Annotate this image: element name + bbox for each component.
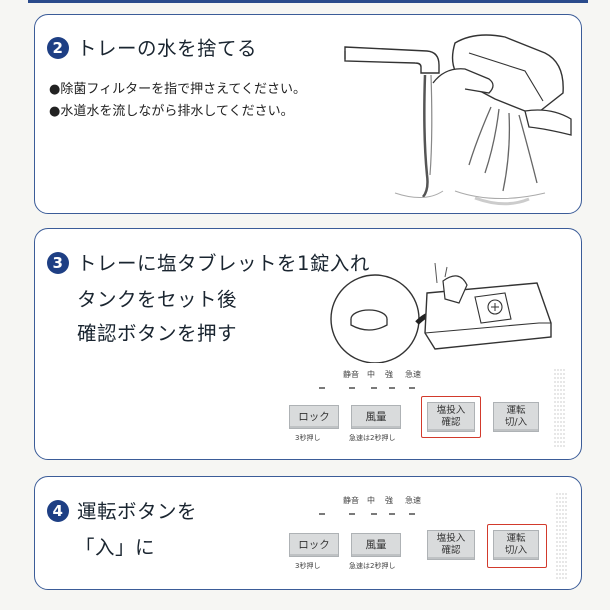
lock-button[interactable]: ロック — [289, 533, 339, 557]
indicator-lamp — [409, 387, 415, 389]
mode-label-rapid: 急速 — [405, 370, 421, 379]
step-3-title-line-1: トレーに塩タブレットを1錠入れ — [77, 252, 370, 275]
fan-speed-hint: 急速は2秒押し — [349, 434, 396, 442]
faucet-illustration — [344, 46, 444, 198]
step-number-badge: 3 — [47, 252, 69, 274]
step-4-title-line-2: 「入」に — [75, 536, 156, 559]
fan-speed-hint: 急速は2秒押し — [349, 562, 396, 570]
step-4-card: 4 運転ボタンを 「入」に 静音 中 強 急速 ロック 3秒押し 風量 急速は2秒… — [34, 476, 582, 590]
mode-label-strong: 強 — [385, 370, 393, 379]
indicator-lamp — [389, 513, 395, 515]
indicator-lamp — [319, 387, 325, 389]
step-2-bullet-2: ●水道水を流しながら排水してください。 — [49, 104, 294, 119]
mode-label-quiet: 静音 — [343, 496, 359, 505]
top-border — [28, 0, 588, 3]
mode-label-medium: 中 — [367, 496, 375, 505]
panel-edge-texture — [554, 369, 565, 449]
mode-label-rapid: 急速 — [405, 496, 421, 505]
panel-edge-texture — [556, 493, 567, 579]
control-panel-step-4: 静音 中 強 急速 ロック 3秒押し 風量 急速は2秒押し 塩投入 確認 運転 … — [245, 493, 547, 583]
salt-confirm-label-2: 確認 — [441, 545, 461, 556]
step-4-title-line-1: 運転ボタンを — [77, 500, 198, 523]
salt-confirm-label-2: 確認 — [441, 417, 461, 428]
step-3-title-line-2: タンクをセット後 — [77, 288, 238, 311]
run-button-label-1: 運転 — [506, 533, 526, 544]
indicator-lamp — [371, 513, 377, 515]
salt-confirm-label-1: 塩投入 — [436, 533, 466, 544]
lock-hint: 3秒押し — [295, 434, 321, 442]
step-2-title: 2 トレーの水を捨てる — [47, 32, 257, 61]
mode-label-medium: 中 — [367, 370, 375, 379]
step-2-title-text: トレーの水を捨てる — [77, 37, 258, 60]
indicator-lamp — [409, 513, 415, 515]
hands-tray-illustration — [432, 34, 572, 206]
run-button-label-2: 切/入 — [504, 545, 528, 556]
indicator-lamp — [389, 387, 395, 389]
indicator-lamp — [349, 387, 355, 389]
lock-button[interactable]: ロック — [289, 405, 339, 429]
run-button-highlight — [487, 524, 547, 568]
run-button-label-2: 切/入 — [504, 417, 528, 428]
salt-tablet-tank-illustration — [330, 263, 552, 363]
step-3-card: 3 トレーに塩タブレットを1錠入れ タンクをセット後 確認ボタンを押す 静音 中 … — [34, 228, 582, 460]
step-4-title: 4 運転ボタンを — [47, 495, 197, 524]
salt-confirm-button[interactable]: 塩投入 確認 — [427, 402, 475, 432]
step-2-card: 2 トレーの水を捨てる ●除菌フィルターを指で押さえてください。 ●水道水を流しな… — [34, 14, 582, 214]
step-3-title-line-3: 確認ボタンを押す — [77, 322, 238, 345]
salt-confirm-highlight — [421, 396, 481, 438]
indicator-lamp — [319, 513, 325, 515]
fan-speed-button[interactable]: 風量 — [351, 533, 401, 557]
step-2-bullet-1: ●除菌フィルターを指で押さえてください。 — [49, 82, 307, 97]
indicator-lamp — [371, 387, 377, 389]
indicator-lamp — [349, 513, 355, 515]
mode-label-quiet: 静音 — [343, 370, 359, 379]
lock-hint: 3秒押し — [295, 562, 321, 570]
run-button[interactable]: 運転 切/入 — [493, 402, 539, 432]
mode-label-strong: 強 — [385, 496, 393, 505]
fan-speed-button[interactable]: 風量 — [351, 405, 401, 429]
control-panel-step-3: 静音 中 強 急速 ロック 3秒押し 風量 急速は2秒押し 塩投入 確認 運転 … — [245, 369, 545, 449]
salt-confirm-label-1: 塩投入 — [436, 405, 466, 416]
step-3-title: 3 トレーに塩タブレットを1錠入れ — [47, 247, 370, 276]
step-number-badge: 4 — [47, 500, 69, 522]
step-number-badge: 2 — [47, 37, 69, 59]
run-button-label-1: 運転 — [506, 405, 526, 416]
salt-confirm-button[interactable]: 塩投入 確認 — [427, 530, 475, 560]
run-button[interactable]: 運転 切/入 — [493, 530, 539, 560]
